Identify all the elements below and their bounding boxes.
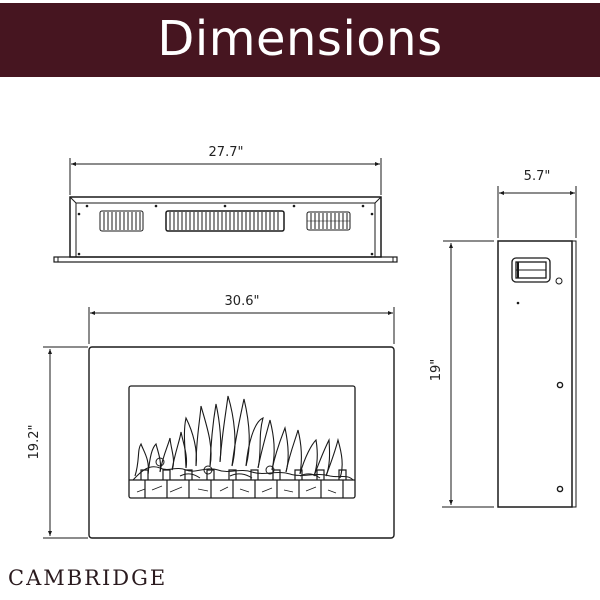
top-view [53,158,398,263]
screws [77,204,374,256]
firebox-outline [128,385,356,499]
front-view [43,307,395,539]
front-height-label: 19.2" [27,425,42,460]
side-body-outline [497,240,573,508]
frame-outline [88,346,395,539]
side-rear-strip [571,240,577,508]
vent-left [99,210,144,232]
mount-hole [556,381,564,389]
brand-logo: CAMBRIDGE [8,566,168,590]
flames [134,395,343,479]
page-title: Dimensions [157,11,443,67]
knob [555,277,563,285]
log-grate [129,469,355,498]
side-depth-label: 5.7" [524,169,551,184]
vent-center [165,210,285,232]
mount-hole [556,485,564,493]
vent-right [306,211,351,231]
top-width-label: 27.7" [209,145,244,160]
front-width-label: 30.6" [225,294,260,309]
logs [132,457,354,481]
side-height-label: 19" [429,359,444,382]
header-banner: Dimensions [0,3,600,77]
side-view [442,186,577,508]
mounting-plate [53,256,398,263]
switch-housing [511,257,551,283]
